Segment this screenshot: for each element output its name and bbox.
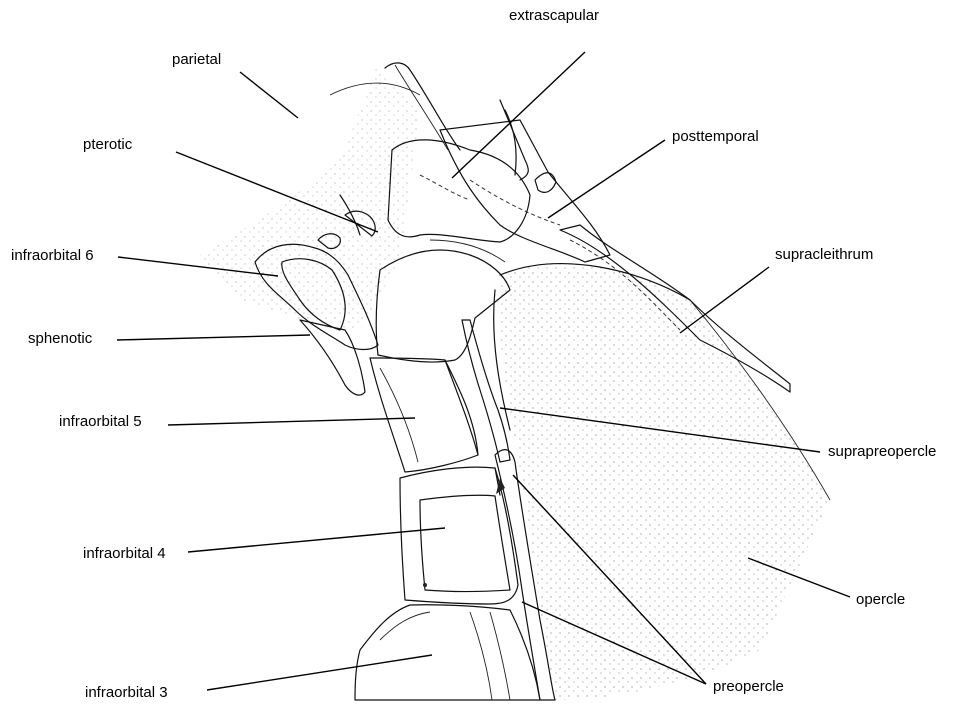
label-infraorbital-6: infraorbital 6 [11,247,94,265]
label-opercle: opercle [856,591,905,609]
leader-infraorbital-5 [168,418,415,425]
leader-sphenotic [117,335,310,340]
leader-infraorbital-3 [207,655,432,690]
label-infraorbital-3: infraorbital 3 [85,684,168,702]
label-supracleithrum: supracleithrum [775,246,873,264]
infraorbital-3-bone [355,605,540,700]
opercle-bone [494,264,830,700]
label-preopercle: preopercle [713,678,784,696]
label-extrascapular: extrascapular [509,7,599,25]
leader-supracleithrum [680,267,769,333]
cranium-background [200,65,420,330]
leader-extrascapular [452,52,585,178]
label-infraorbital-4: infraorbital 4 [83,545,166,563]
label-posttemporal: posttemporal [672,128,759,146]
label-sphenotic: sphenotic [28,330,92,348]
leader-posttemporal [548,140,665,218]
leader-infraorbital-4 [188,528,445,552]
infraorbital-5-bone [370,358,478,472]
leader-parietal [240,72,298,118]
label-infraorbital-5: infraorbital 5 [59,413,142,431]
label-pterotic: pterotic [83,136,132,154]
label-suprapreopercle: suprapreopercle [828,443,936,461]
sphenotic-bone [300,320,365,395]
label-parietal: parietal [172,51,221,69]
